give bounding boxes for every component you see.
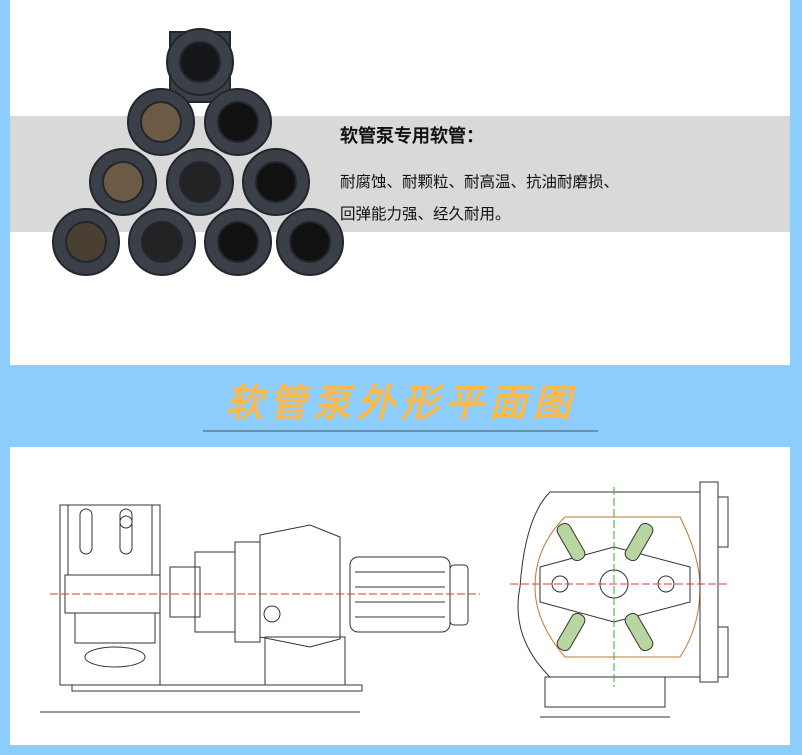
title-divider	[203, 430, 598, 432]
hose-description: 耐腐蚀、耐颗粒、耐高温、抗油耐磨损、 回弹能力强、经久耐用。	[340, 166, 619, 230]
section-title: 软管泵外形平面图	[224, 380, 577, 425]
hose-product-panel: 软管泵专用软管： 耐腐蚀、耐颗粒、耐高温、抗油耐磨损、 回弹能力强、经久耐用。	[10, 0, 790, 365]
description-line: 回弹能力强、经久耐用。	[340, 205, 511, 223]
hose	[166, 28, 234, 103]
description-line: 耐腐蚀、耐颗粒、耐高温、抗油耐磨损、	[340, 173, 620, 191]
hose-stack-image	[52, 28, 344, 276]
drawing-panel	[10, 447, 790, 745]
hose-title: 软管泵专用软管：	[340, 126, 484, 147]
side-view-drawing	[40, 481, 730, 718]
